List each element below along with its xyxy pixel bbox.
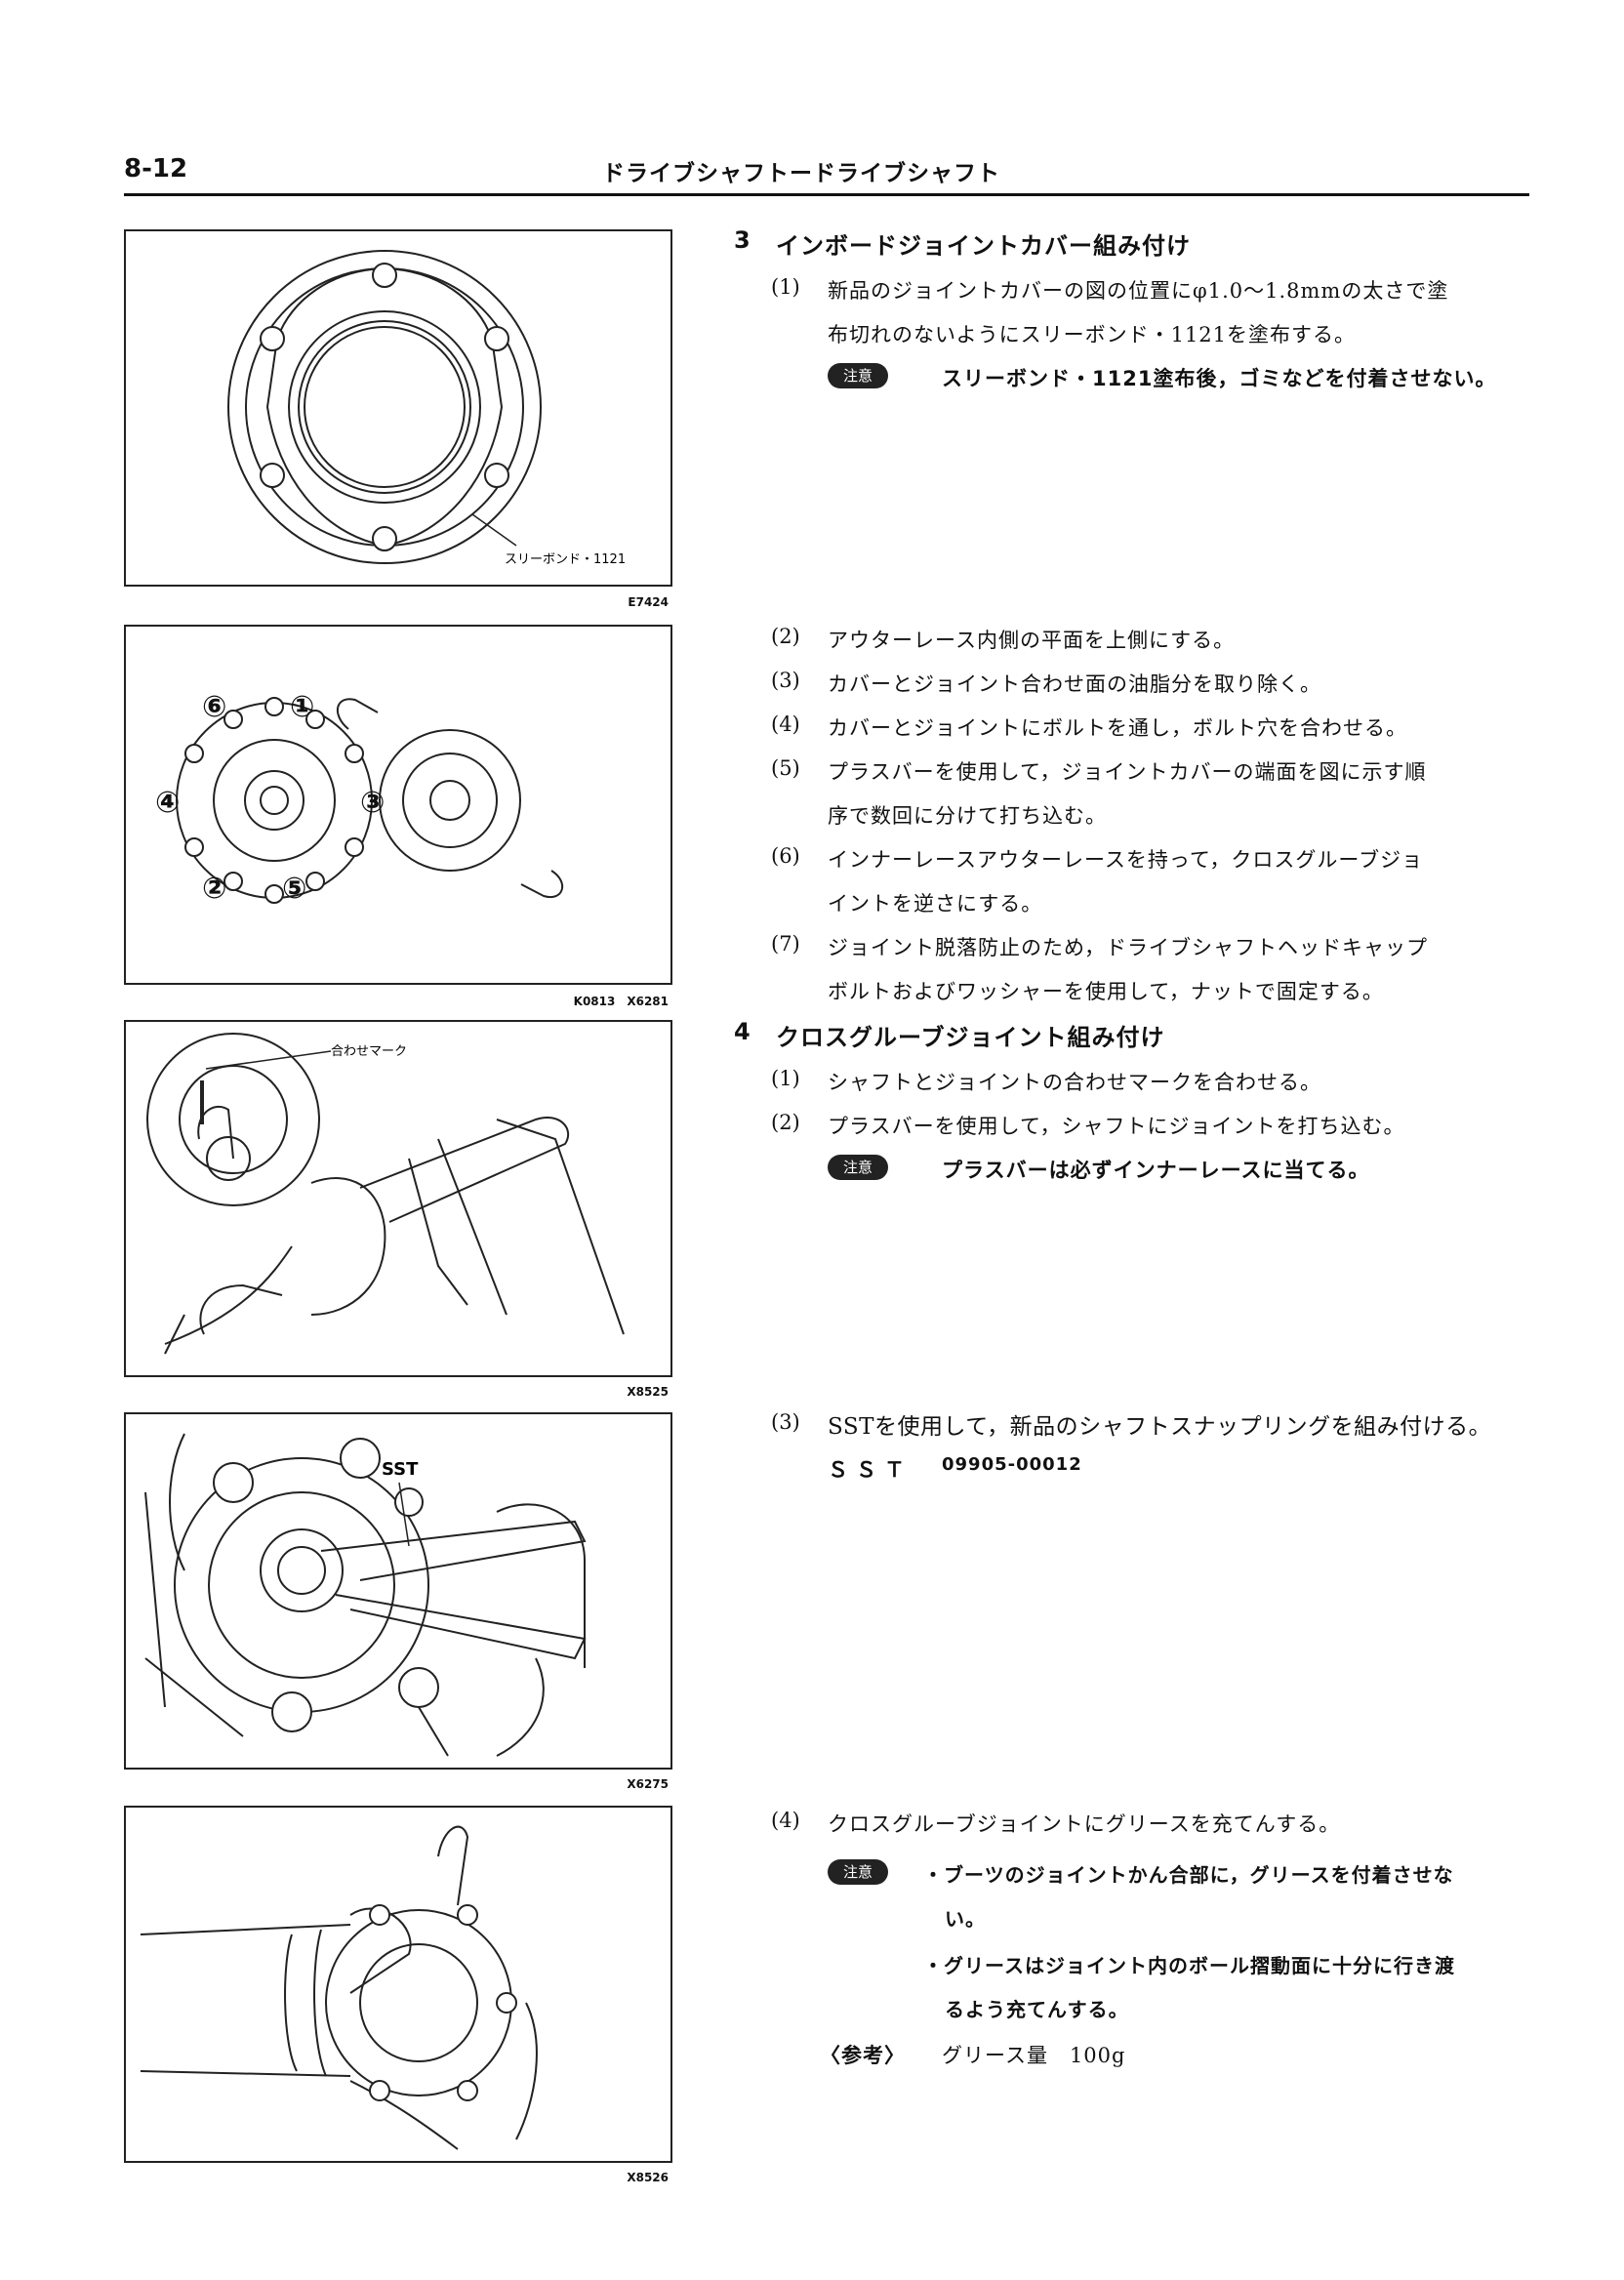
caution-text: プラスバーは必ずインナーレースに当てる。	[942, 1159, 1370, 1182]
page-title: ドライブシャフトードライブシャフト	[602, 161, 1000, 186]
step-text: 布切れのないようにスリーボンド・1121を塗布する。	[828, 323, 1357, 346]
caution-badge: 注意	[828, 1859, 888, 1885]
page-header: 8-12 ドライブシャフトードライブシャフト	[124, 152, 1529, 196]
figure-cover-sealant: スリーボンド・1121	[124, 229, 672, 587]
step-text: インナーレースアウターレースを持って，クロスグルーブジョ	[828, 848, 1424, 872]
caution-text: スリーボンド・1121塗布後，ゴミなどを付着させない。	[942, 367, 1497, 390]
step-number: (1)	[771, 1067, 800, 1090]
order-number-2: ②	[202, 872, 226, 906]
order-number-5: ⑤	[282, 872, 306, 906]
caution-badge: 注意	[828, 1155, 888, 1180]
step-text: ボルトおよびワッシャーを使用して，ナットで固定する。	[828, 980, 1384, 1003]
align-mark-drawing: 合わせマーク	[146, 1033, 625, 1355]
sst-drawing: SST	[144, 1433, 587, 1757]
step-text: カバーとジョイント合わせ面の油脂分を取り除く。	[828, 672, 1321, 696]
step-text: プラスバーを使用して，ジョイントカバーの端面を図に示す順	[828, 760, 1427, 784]
sealant-label: スリーボンド・1121	[505, 552, 626, 567]
order-number-4: ④	[155, 786, 180, 820]
caution-text: い。	[945, 1907, 986, 1931]
reference-text: グリース量 100g	[942, 2044, 1126, 2067]
figure-code: X6275	[627, 1777, 669, 1791]
step-number: (2)	[771, 1111, 800, 1134]
figure-code: X8526	[627, 2171, 669, 2184]
sst-label: ＳＳＴ	[828, 1458, 913, 1482]
step-text: シャフトとジョイントの合わせマークを合わせる。	[828, 1071, 1321, 1094]
order-number-3: ③	[360, 786, 385, 820]
step-text: 序で数回に分けて打ち込む。	[828, 804, 1107, 828]
figure-code: E7424	[628, 595, 669, 609]
sst-figure-label: SST	[382, 1459, 419, 1480]
order-number-6: ⑥	[202, 690, 226, 724]
page-number: 8-12	[124, 154, 188, 183]
section-4-title: クロスグルーブジョイント組み付け	[776, 1024, 1165, 1051]
step-number: (3)	[771, 1410, 800, 1434]
figure-sst: SST	[124, 1412, 672, 1770]
align-mark-label: 合わせマーク	[331, 1044, 407, 1059]
reference-label: 〈参考〉	[820, 2044, 906, 2067]
step-number: (4)	[771, 1809, 800, 1832]
figure-align-mark: 合わせマーク	[124, 1020, 672, 1377]
step-number: (4)	[771, 712, 800, 736]
figure-grease	[124, 1806, 672, 2163]
caution-text: ・グリースはジョイント内のボール摺動面に十分に行き渡	[923, 1954, 1455, 1977]
step-number: (6)	[771, 844, 800, 868]
step-text: アウターレース内側の平面を上側にする。	[828, 629, 1236, 652]
order-number-1: ①	[290, 690, 314, 724]
section-4-number: 4	[734, 1018, 751, 1045]
section-3-number: 3	[734, 226, 751, 254]
step-text: SSTを使用して，新品のシャフトスナップリングを組み付ける。	[828, 1414, 1492, 1440]
figure-code: K0813 X6281	[573, 995, 669, 1008]
caution-text: るよう充てんする。	[945, 1998, 1129, 2021]
step-number: (3)	[771, 669, 800, 692]
step-text: ジョイント脱落防止のため，ドライブシャフトヘッドキャップ	[828, 936, 1428, 959]
section-3-title: インボードジョイントカバー組み付け	[776, 232, 1191, 260]
grease-drawing	[140, 1825, 538, 2150]
step-number: (7)	[771, 932, 800, 956]
step-number: (1)	[771, 275, 800, 299]
step-text: プラスバーを使用して，シャフトにジョイントを打ち込む。	[828, 1115, 1405, 1138]
sst-number: 09905-00012	[942, 1454, 1082, 1475]
figure-bolt-order: ① ② ③ ④ ⑤ ⑥	[124, 625, 672, 985]
bolt-order-drawing: ① ② ③ ④ ⑤ ⑥	[155, 690, 564, 906]
step-number: (2)	[771, 625, 800, 648]
caution-badge: 注意	[828, 363, 888, 388]
step-text: カバーとジョイントにボルトを通し，ボルト穴を合わせる。	[828, 716, 1407, 740]
figure-code: X8525	[627, 1385, 669, 1399]
step-text: イントを逆さにする。	[828, 892, 1043, 916]
step-number: (5)	[771, 756, 800, 780]
cover-drawing: スリーボンド・1121	[227, 250, 626, 567]
caution-text: ・ブーツのジョイントかん合部に，グリースを付着させな	[923, 1863, 1454, 1887]
step-text: 新品のジョイントカバーの図の位置にφ1.0〜1.8mmの太さで塗	[828, 279, 1449, 303]
step-text: クロスグルーブジョイントにグリースを充てんする。	[828, 1812, 1341, 1836]
